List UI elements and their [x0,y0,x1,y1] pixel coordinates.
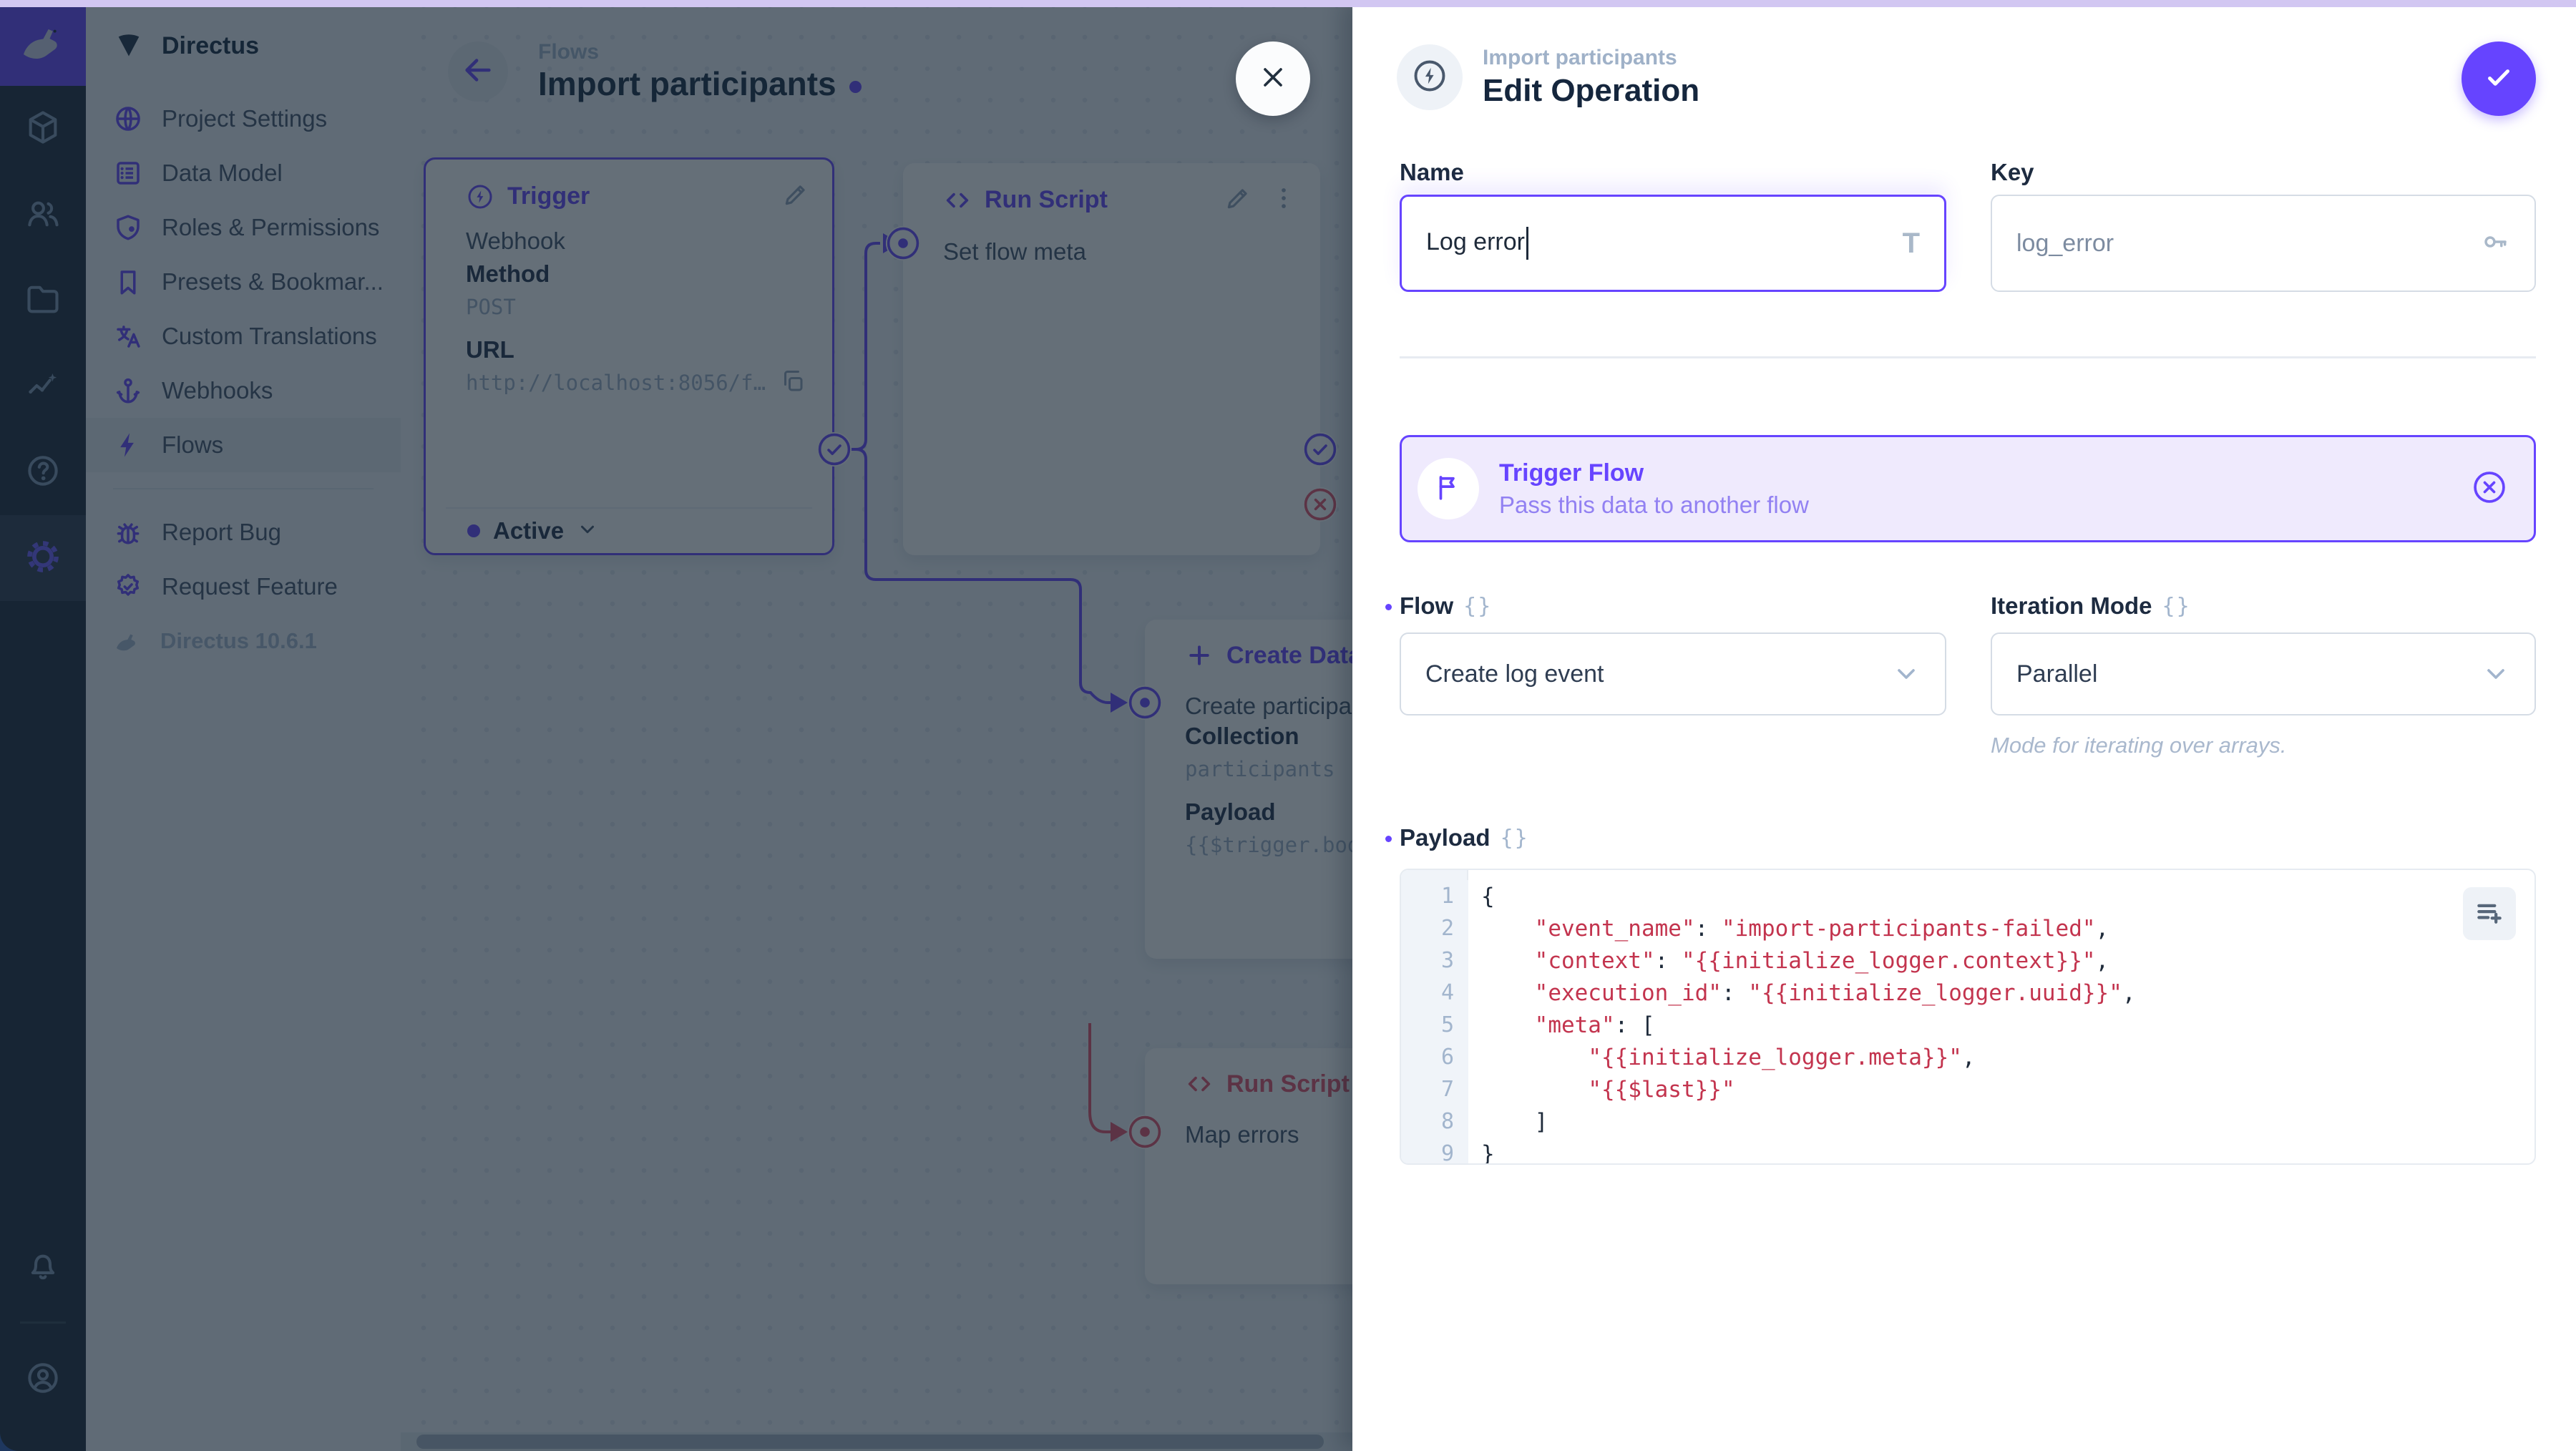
line-number: 6 [1401,1041,1468,1073]
key-icon [2480,227,2510,260]
close-icon [1257,62,1289,97]
bolt-circle-icon [1411,57,1448,98]
drawer-title: Edit Operation [1483,73,1700,108]
chevron-down-icon [2482,660,2510,688]
code-line[interactable]: 9} [1401,1138,2534,1163]
key-value: log_error [2016,229,2114,257]
code-line[interactable]: 4 "execution_id": "{{initialize_logger.u… [1401,977,2534,1009]
close-drawer-button[interactable] [1236,41,1310,116]
flow-value: Create log event [1425,660,1604,688]
top-accent-strip [0,0,2576,7]
key-input[interactable]: log_error [1991,195,2536,292]
title-format-icon[interactable]: T [1902,227,1920,259]
code-line[interactable]: 3 "context": "{{initialize_logger.contex… [1401,944,2534,977]
required-dot [1385,604,1392,610]
line-number: 8 [1401,1105,1468,1138]
code-line[interactable]: 7 "{{$last}}" [1401,1073,2534,1105]
name-value: Log error [1426,228,1525,255]
circle-x-icon [2471,469,2508,509]
chevron-down-icon [1892,660,1921,688]
operation-icon-circle [1397,44,1463,110]
line-number: 4 [1401,977,1468,1009]
trigger-flow-card[interactable]: Trigger Flow Pass this data to another f… [1400,435,2536,542]
check-icon [2482,61,2515,97]
iteration-helper-text: Mode for iterating over arrays. [1991,733,2287,758]
code-line[interactable]: 5 "meta": [ [1401,1009,2534,1041]
required-dot [1385,836,1392,842]
name-input[interactable]: Log error T [1400,195,1946,292]
code-line[interactable]: 6 "{{initialize_logger.meta}}", [1401,1041,2534,1073]
text-caret [1526,227,1528,260]
remove-card-button[interactable] [2471,469,2508,509]
iteration-mode-value: Parallel [2016,660,2098,688]
playlist-add-icon [2474,897,2505,932]
card-subtitle: Pass this data to another flow [1499,491,1809,518]
iteration-mode-select[interactable]: Parallel [1991,632,2536,715]
drawer-header: Import participants Edit Operation [1397,44,1699,110]
format-json-button[interactable] [2463,887,2516,940]
flag-icon [1433,472,1463,506]
code-line[interactable]: 2 "event_name": "import-participants-fai… [1401,912,2534,944]
code-line[interactable]: 8 ] [1401,1105,2534,1138]
edit-operation-drawer: Import participants Edit Operation Name … [1352,0,2576,1451]
line-number: 7 [1401,1073,1468,1105]
drawer-breadcrumb: Import participants [1483,46,1677,69]
line-number: 1 [1401,880,1468,912]
payload-code-editor[interactable]: 1{2 "event_name": "import-participants-f… [1400,869,2536,1165]
iteration-mode-label: Iteration Mode {} [1991,592,2191,619]
modal-overlay[interactable] [0,0,1352,1451]
raw-value-icon[interactable]: {} [1463,593,1493,619]
name-label: Name [1400,159,1464,185]
line-number: 9 [1401,1138,1468,1163]
raw-value-icon[interactable]: {} [1500,825,1529,851]
payload-label: Payload {} [1385,824,1529,851]
card-title: Trigger Flow [1499,459,1644,487]
save-button[interactable] [2462,41,2536,116]
raw-value-icon[interactable]: {} [2162,593,2191,619]
flow-select[interactable]: Create log event [1400,632,1946,715]
flag-icon-circle [1418,458,1479,519]
section-divider [1400,356,2536,358]
code-line[interactable]: 1{ [1401,880,2534,912]
key-label: Key [1991,159,2034,185]
line-number: 5 [1401,1009,1468,1041]
flow-label: Flow {} [1385,592,1493,620]
line-number: 2 [1401,912,1468,944]
line-number: 3 [1401,944,1468,977]
